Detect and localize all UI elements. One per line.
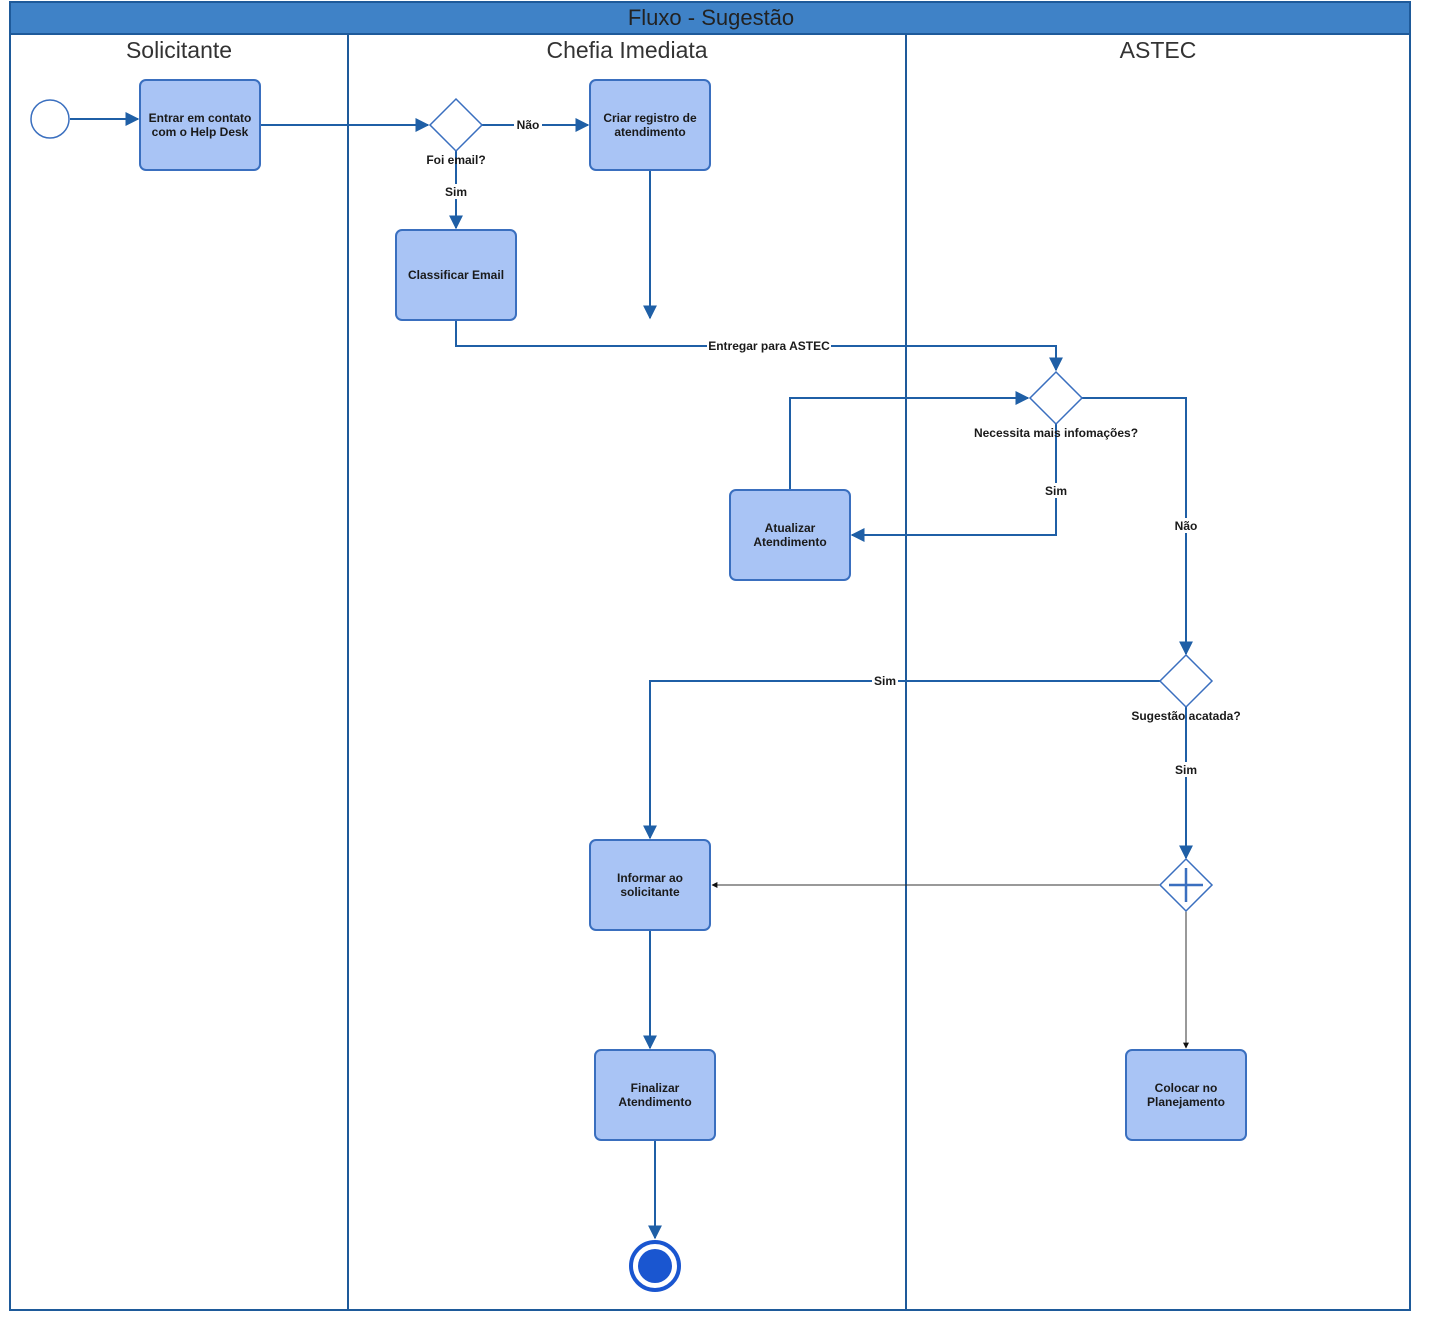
task-criar-registro-line-2: atendimento [614, 125, 685, 139]
gateway-sugestao-acatada-label: Sugestão acatada? [1131, 709, 1240, 723]
gateway-necessita-info[interactable] [1028, 370, 1084, 426]
pool-header [9, 1, 1411, 35]
edge-label-entregar-astec: Entregar para ASTEC [708, 339, 830, 353]
lane-title-astec: ASTEC [1120, 37, 1197, 63]
gateway-sugestao-acatada[interactable] [1158, 653, 1214, 709]
task-criar-registro-line-1: Criar registro de [603, 111, 697, 125]
task-classificar-email-line-1: Classificar Email [408, 268, 504, 282]
task-atualizar-line-2: Atendimento [753, 535, 826, 549]
edge-necessita-sim [850, 423, 1057, 542]
gateway-necessita-info-label: Necessita mais infomações? [974, 426, 1138, 440]
lane-title-chefia: Chefia Imediata [546, 37, 707, 63]
task-informar-line-1: Informar ao [617, 871, 683, 885]
task-planejamento-line-2: Planejamento [1147, 1095, 1225, 1109]
task-finalizar-line-2: Atendimento [618, 1095, 691, 1109]
task-atualizar-line-1: Atualizar [765, 521, 816, 535]
task-criar-registro[interactable]: Criar registro de atendimento [589, 79, 711, 171]
task-entrar-contato[interactable]: Entrar em contato com o Help Desk [139, 79, 261, 171]
task-entrar-contato-line-2: com o Help Desk [152, 125, 249, 139]
task-finalizar-line-1: Finalizar [631, 1081, 680, 1095]
gateway-foi-email[interactable] [428, 97, 484, 153]
gateway-foi-email-label: Foi email? [426, 153, 485, 167]
task-planejamento-line-1: Colocar no [1155, 1081, 1218, 1095]
edge-atualizar-necessita [789, 391, 1030, 490]
parallel-gateway-icon[interactable] [1158, 857, 1214, 913]
lane-title-solicitante: Solicitante [126, 37, 232, 63]
task-finalizar-atendimento[interactable]: Finalizar Atendimento [594, 1049, 716, 1141]
edge-label-nao-info: Não [1175, 519, 1198, 533]
task-informar-line-2: solicitante [620, 885, 680, 899]
task-informar-solicitante[interactable]: Informar ao solicitante [589, 839, 711, 931]
edge-acatada-sim-left [643, 680, 1160, 840]
task-colocar-planejamento[interactable]: Colocar no Planejamento [1125, 1049, 1247, 1141]
edge-necessita-nao [1081, 397, 1193, 656]
edge-label-sim-info: Sim [1045, 484, 1067, 498]
task-entrar-contato-line-1: Entrar em contato [149, 111, 252, 125]
end-event-icon [629, 1240, 681, 1292]
pool-title: Fluxo - Sugestão [628, 5, 794, 30]
edge-label-sim-acatada-left: Sim [874, 674, 896, 688]
task-classificar-email[interactable]: Classificar Email [395, 229, 517, 321]
edge-label-nao-email: Não [517, 118, 540, 132]
edge-label-sim-email: Sim [445, 185, 467, 199]
start-event-icon [30, 99, 70, 139]
edge-label-sim-acatada-down: Sim [1175, 763, 1197, 777]
task-atualizar-atendimento[interactable]: Atualizar Atendimento [729, 489, 851, 581]
